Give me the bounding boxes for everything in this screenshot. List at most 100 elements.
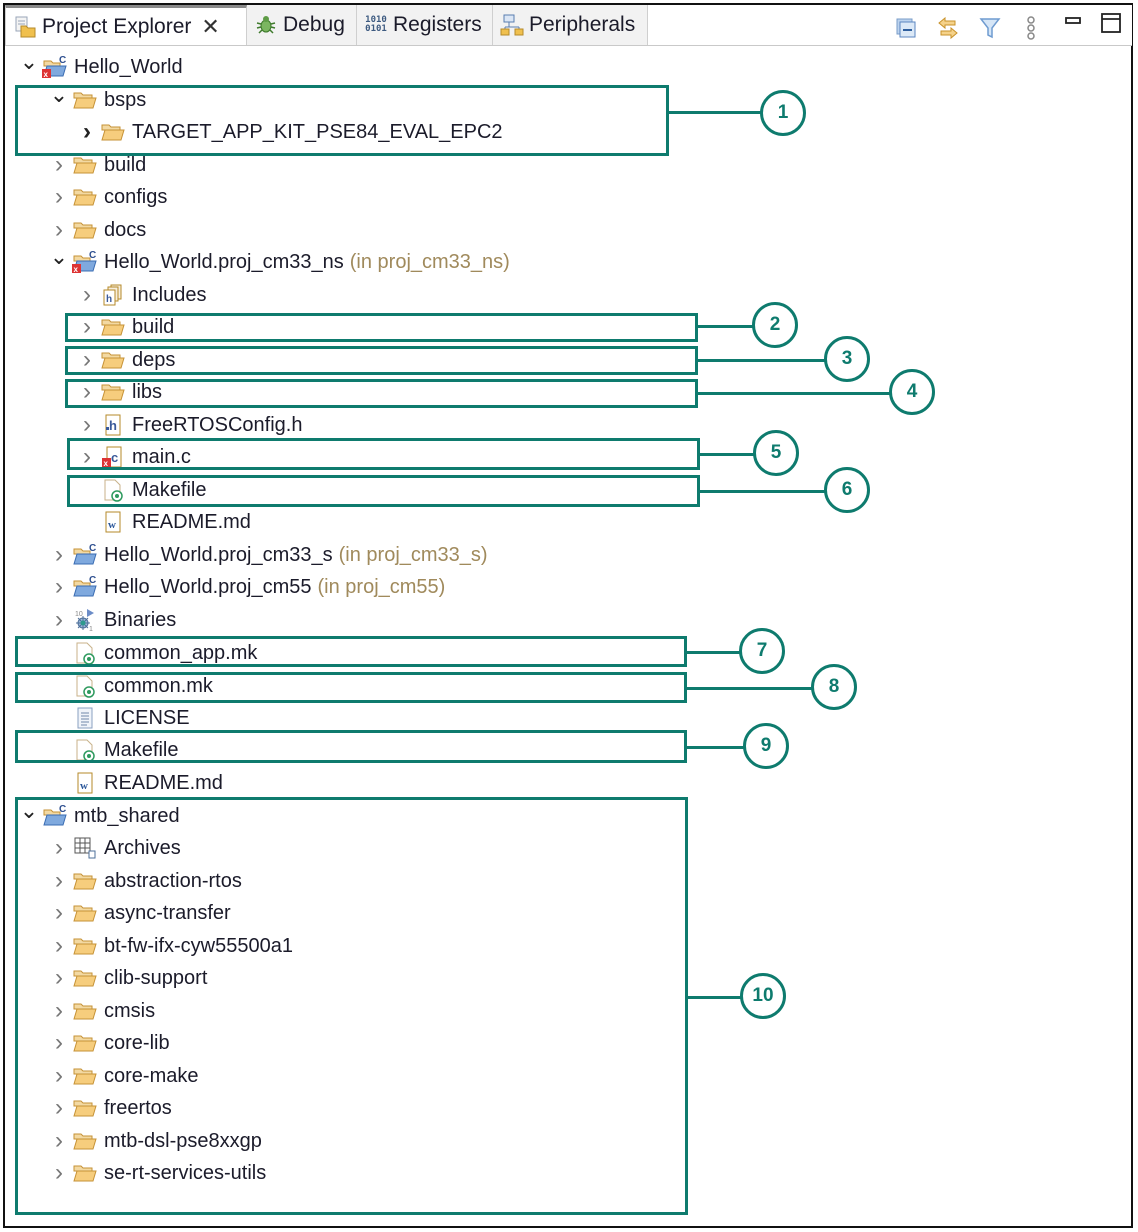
tree-item[interactable]: ›clib-support: [50, 963, 207, 993]
tree-item[interactable]: ›build: [78, 312, 174, 342]
chevron-right-icon[interactable]: ›: [55, 899, 63, 926]
chevron-right-icon[interactable]: ›: [55, 1029, 63, 1056]
link-with-editor-icon[interactable]: [935, 15, 961, 41]
folder-icon: [100, 119, 126, 145]
chevron-right-icon[interactable]: ›: [55, 1062, 63, 1089]
tree-item[interactable]: common.mk: [50, 671, 213, 701]
tree-item-label: core-lib: [104, 1031, 170, 1054]
svg-text:h: h: [109, 418, 117, 433]
chevron-right-icon[interactable]: ›: [55, 573, 63, 600]
chevron-down-icon[interactable]: ⌄: [19, 798, 39, 823]
tree-item[interactable]: ›Archives: [50, 833, 181, 863]
minimize-icon[interactable]: [1060, 9, 1086, 35]
tree-item[interactable]: ›freertos: [50, 1093, 172, 1123]
chevron-right-icon[interactable]: ›: [55, 183, 63, 210]
chevron-down-icon[interactable]: ⌄: [49, 244, 69, 269]
chevron-right-icon[interactable]: ›: [83, 378, 91, 405]
folder-icon: [72, 1128, 98, 1154]
tree-item[interactable]: Makefile: [50, 735, 178, 765]
filter-icon[interactable]: [977, 15, 1003, 41]
folder-icon: [72, 1063, 98, 1089]
chevron-right-icon[interactable]: ›: [83, 118, 91, 145]
peripherals-icon: [499, 12, 525, 38]
annotation-leader-10: [688, 996, 741, 999]
svg-text:10: 10: [75, 611, 83, 618]
chevron-right-icon[interactable]: ›: [83, 346, 91, 373]
folder-icon: [72, 87, 98, 113]
folder-icon: [100, 314, 126, 340]
view-menu-icon[interactable]: [1018, 15, 1044, 41]
svg-text:C: C: [89, 250, 96, 261]
annotation-leader-4: [698, 392, 890, 395]
close-icon[interactable]: ✕: [201, 13, 220, 39]
tree-item[interactable]: ›deps: [78, 345, 175, 375]
tree-item-label: Hello_World.proj_cm33_s: [104, 543, 333, 566]
tree-item[interactable]: ›mtb-dsl-pse8xxgp: [50, 1126, 262, 1156]
chevron-right-icon[interactable]: ›: [55, 216, 63, 243]
tab-peripherals[interactable]: Peripherals: [493, 5, 648, 45]
chevron-right-icon[interactable]: ›: [83, 443, 91, 470]
tree-item[interactable]: LICENSE: [50, 703, 190, 733]
tree-item[interactable]: ›se-rt-services-utils: [50, 1158, 266, 1188]
chevron-right-icon[interactable]: ›: [55, 541, 63, 568]
chevron-right-icon[interactable]: ›: [83, 281, 91, 308]
chevron-right-icon[interactable]: ›: [55, 606, 63, 633]
chevron-right-icon[interactable]: ›: [55, 151, 63, 178]
maximize-icon[interactable]: [1098, 10, 1124, 36]
svg-text:x: x: [74, 265, 79, 274]
chevron-right-icon[interactable]: ›: [55, 1159, 63, 1186]
tree-item-label: bsps: [104, 88, 147, 111]
tree-item[interactable]: ›bt-fw-ifx-cyw55500a1: [50, 931, 293, 961]
tab-project-explorer[interactable]: Project Explorer ✕: [5, 5, 247, 45]
includes-icon: h: [100, 282, 126, 308]
chevron-right-icon[interactable]: ›: [55, 1094, 63, 1121]
chevron-right-icon[interactable]: ›: [55, 867, 63, 894]
chevron-right-icon[interactable]: ›: [55, 932, 63, 959]
chevron-right-icon[interactable]: ›: [55, 997, 63, 1024]
tree-item[interactable]: ›core-make: [50, 1061, 198, 1091]
chevron-right-icon[interactable]: ›: [55, 834, 63, 861]
makefile-icon: [72, 673, 98, 699]
tree-item[interactable]: ›docs: [50, 215, 146, 245]
chevron-right-icon[interactable]: ›: [83, 313, 91, 340]
tree-item[interactable]: ›build: [50, 150, 146, 180]
annotation-leader-1: [669, 111, 761, 114]
chevron-right-icon[interactable]: ›: [55, 964, 63, 991]
collapse-all-icon[interactable]: [893, 15, 919, 41]
tree-item[interactable]: ›cmsis: [50, 996, 155, 1026]
tree-item[interactable]: ⌄ bsps: [50, 82, 147, 115]
svg-text:C: C: [89, 543, 96, 554]
chevron-down-icon[interactable]: ⌄: [49, 82, 69, 107]
tree-item[interactable]: ›async-transfer: [50, 898, 231, 928]
tree-item[interactable]: Makefile: [78, 475, 206, 505]
chevron-down-icon[interactable]: ⌄: [19, 49, 39, 74]
annotation-marker-6: 6: [824, 467, 870, 513]
tree-item[interactable]: ›libs: [78, 377, 162, 407]
annotation-marker-1: 1: [760, 90, 806, 136]
project-explorer-panel: [3, 3, 1133, 1228]
tree-item[interactable]: common_app.mk: [50, 638, 257, 668]
h-file-icon: h: [100, 412, 126, 438]
tree-item[interactable]: › core-lib: [50, 1028, 170, 1058]
chevron-right-icon[interactable]: ›: [55, 1127, 63, 1154]
tree-item[interactable]: › configs: [50, 182, 167, 212]
tree-item-label: configs: [104, 185, 168, 208]
tree-item[interactable]: ›TARGET_APP_KIT_PSE84_EVAL_EPC2: [78, 117, 503, 147]
chevron-right-icon[interactable]: ›: [83, 411, 91, 438]
tree-item[interactable]: ›abstraction-rtos: [50, 866, 242, 896]
chevron-placeholder: [50, 703, 68, 733]
annotation-box-9: [15, 730, 687, 763]
tab-debug[interactable]: Debug: [247, 5, 357, 45]
